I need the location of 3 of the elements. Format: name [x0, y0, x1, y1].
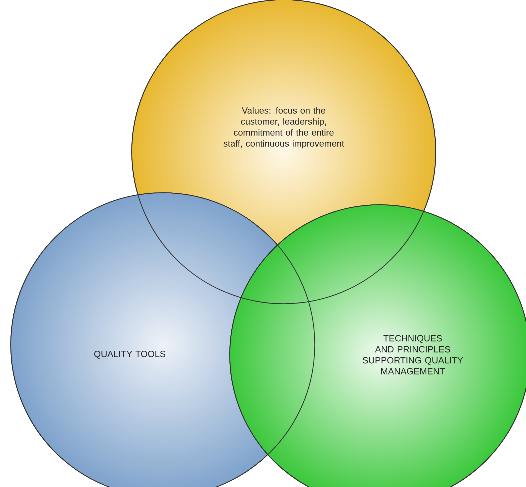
node-label: TECHNIQUES AND PRINCIPLES SUPPORTING QUALITY MANAGEMENT [362, 335, 464, 375]
node-label: QUALITY TOOLS [94, 351, 166, 359]
node-label: Values: focus on the customer, leadership, commitment of the entire staff, continuous improvement [224, 107, 344, 149]
